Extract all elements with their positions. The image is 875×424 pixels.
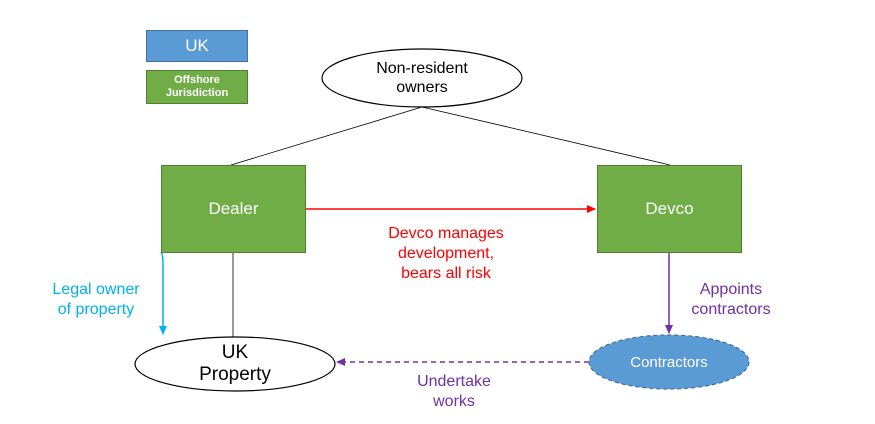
- non-resident-line2: owners: [396, 79, 448, 96]
- contractors-node: Contractors: [589, 335, 749, 389]
- legal-owner-line2: of property: [57, 301, 135, 318]
- legal-owner-label: Legal owner of property: [30, 280, 162, 320]
- non-resident-owners-node: Non-resident owners: [322, 49, 522, 107]
- uk-property-line2: Property: [199, 364, 271, 385]
- non-resident-line1: Non-resident: [376, 60, 468, 77]
- owners-to-dealer-line: [230, 106, 423, 166]
- devco-manages-line3: bears all risk: [401, 265, 491, 282]
- undertake-line1: Undertake: [417, 373, 491, 390]
- devco-manages-label: Devco manages development, bears all ris…: [356, 224, 536, 284]
- legend-uk-label: UK: [185, 36, 209, 55]
- legend-offshore-line1: Offshore: [174, 74, 220, 86]
- devco-manages-line1: Devco manages: [388, 225, 504, 242]
- devco-node: Devco: [597, 165, 742, 253]
- legend-uk: UK: [146, 30, 248, 62]
- contractors-label: Contractors: [630, 353, 708, 371]
- uk-property-line1: UK: [221, 342, 249, 363]
- devco-label: Devco: [645, 199, 694, 218]
- appoints-contractors-label: Appoints contractors: [676, 280, 786, 320]
- undertake-line2: works: [433, 393, 475, 410]
- appoints-line2: contractors: [691, 301, 771, 318]
- legend-offshore: Offshore Jurisdiction: [146, 70, 248, 104]
- legend-offshore-line2: Jurisdiction: [165, 87, 229, 99]
- legal-owner-line1: Legal owner: [52, 281, 140, 298]
- owners-to-devco-line: [421, 106, 671, 166]
- uk-property-node: UK Property: [135, 337, 335, 391]
- appoints-line1: Appoints: [699, 281, 763, 298]
- devco-manages-line2: development,: [397, 245, 495, 262]
- undertake-works-label: Undertake works: [384, 372, 524, 412]
- dealer-node: Dealer: [161, 165, 306, 253]
- dealer-label: Dealer: [208, 199, 259, 218]
